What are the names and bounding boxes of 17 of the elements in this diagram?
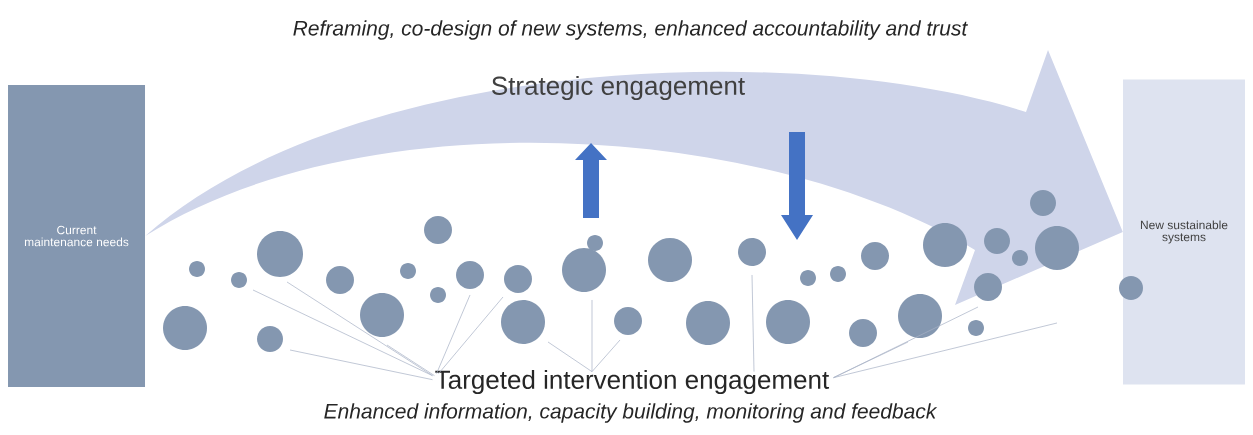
process-box: Current maintenance needs [8, 85, 145, 387]
leader-line [547, 341, 593, 373]
leader-line [436, 294, 471, 375]
annotation-text: Targeted intervention engagement [435, 369, 830, 395]
leader-line [833, 322, 1058, 379]
caption-text: Enhanced information, capacity building, monitoring and feedback [324, 403, 938, 423]
leader-line [438, 296, 504, 375]
leader-line [286, 281, 433, 377]
process-box: New sustainable systems [1123, 79, 1245, 385]
leader-line [591, 339, 621, 373]
edge-label: Strategic engagement [492, 75, 745, 101]
leader-line [833, 306, 979, 379]
curved-arrow [145, 50, 1123, 305]
leader-line [289, 349, 433, 381]
caption-text: Reframing, co-design of new systems, enhanced accountability and trust [293, 20, 968, 40]
leader-line [386, 344, 435, 377]
leader-line [751, 274, 755, 373]
